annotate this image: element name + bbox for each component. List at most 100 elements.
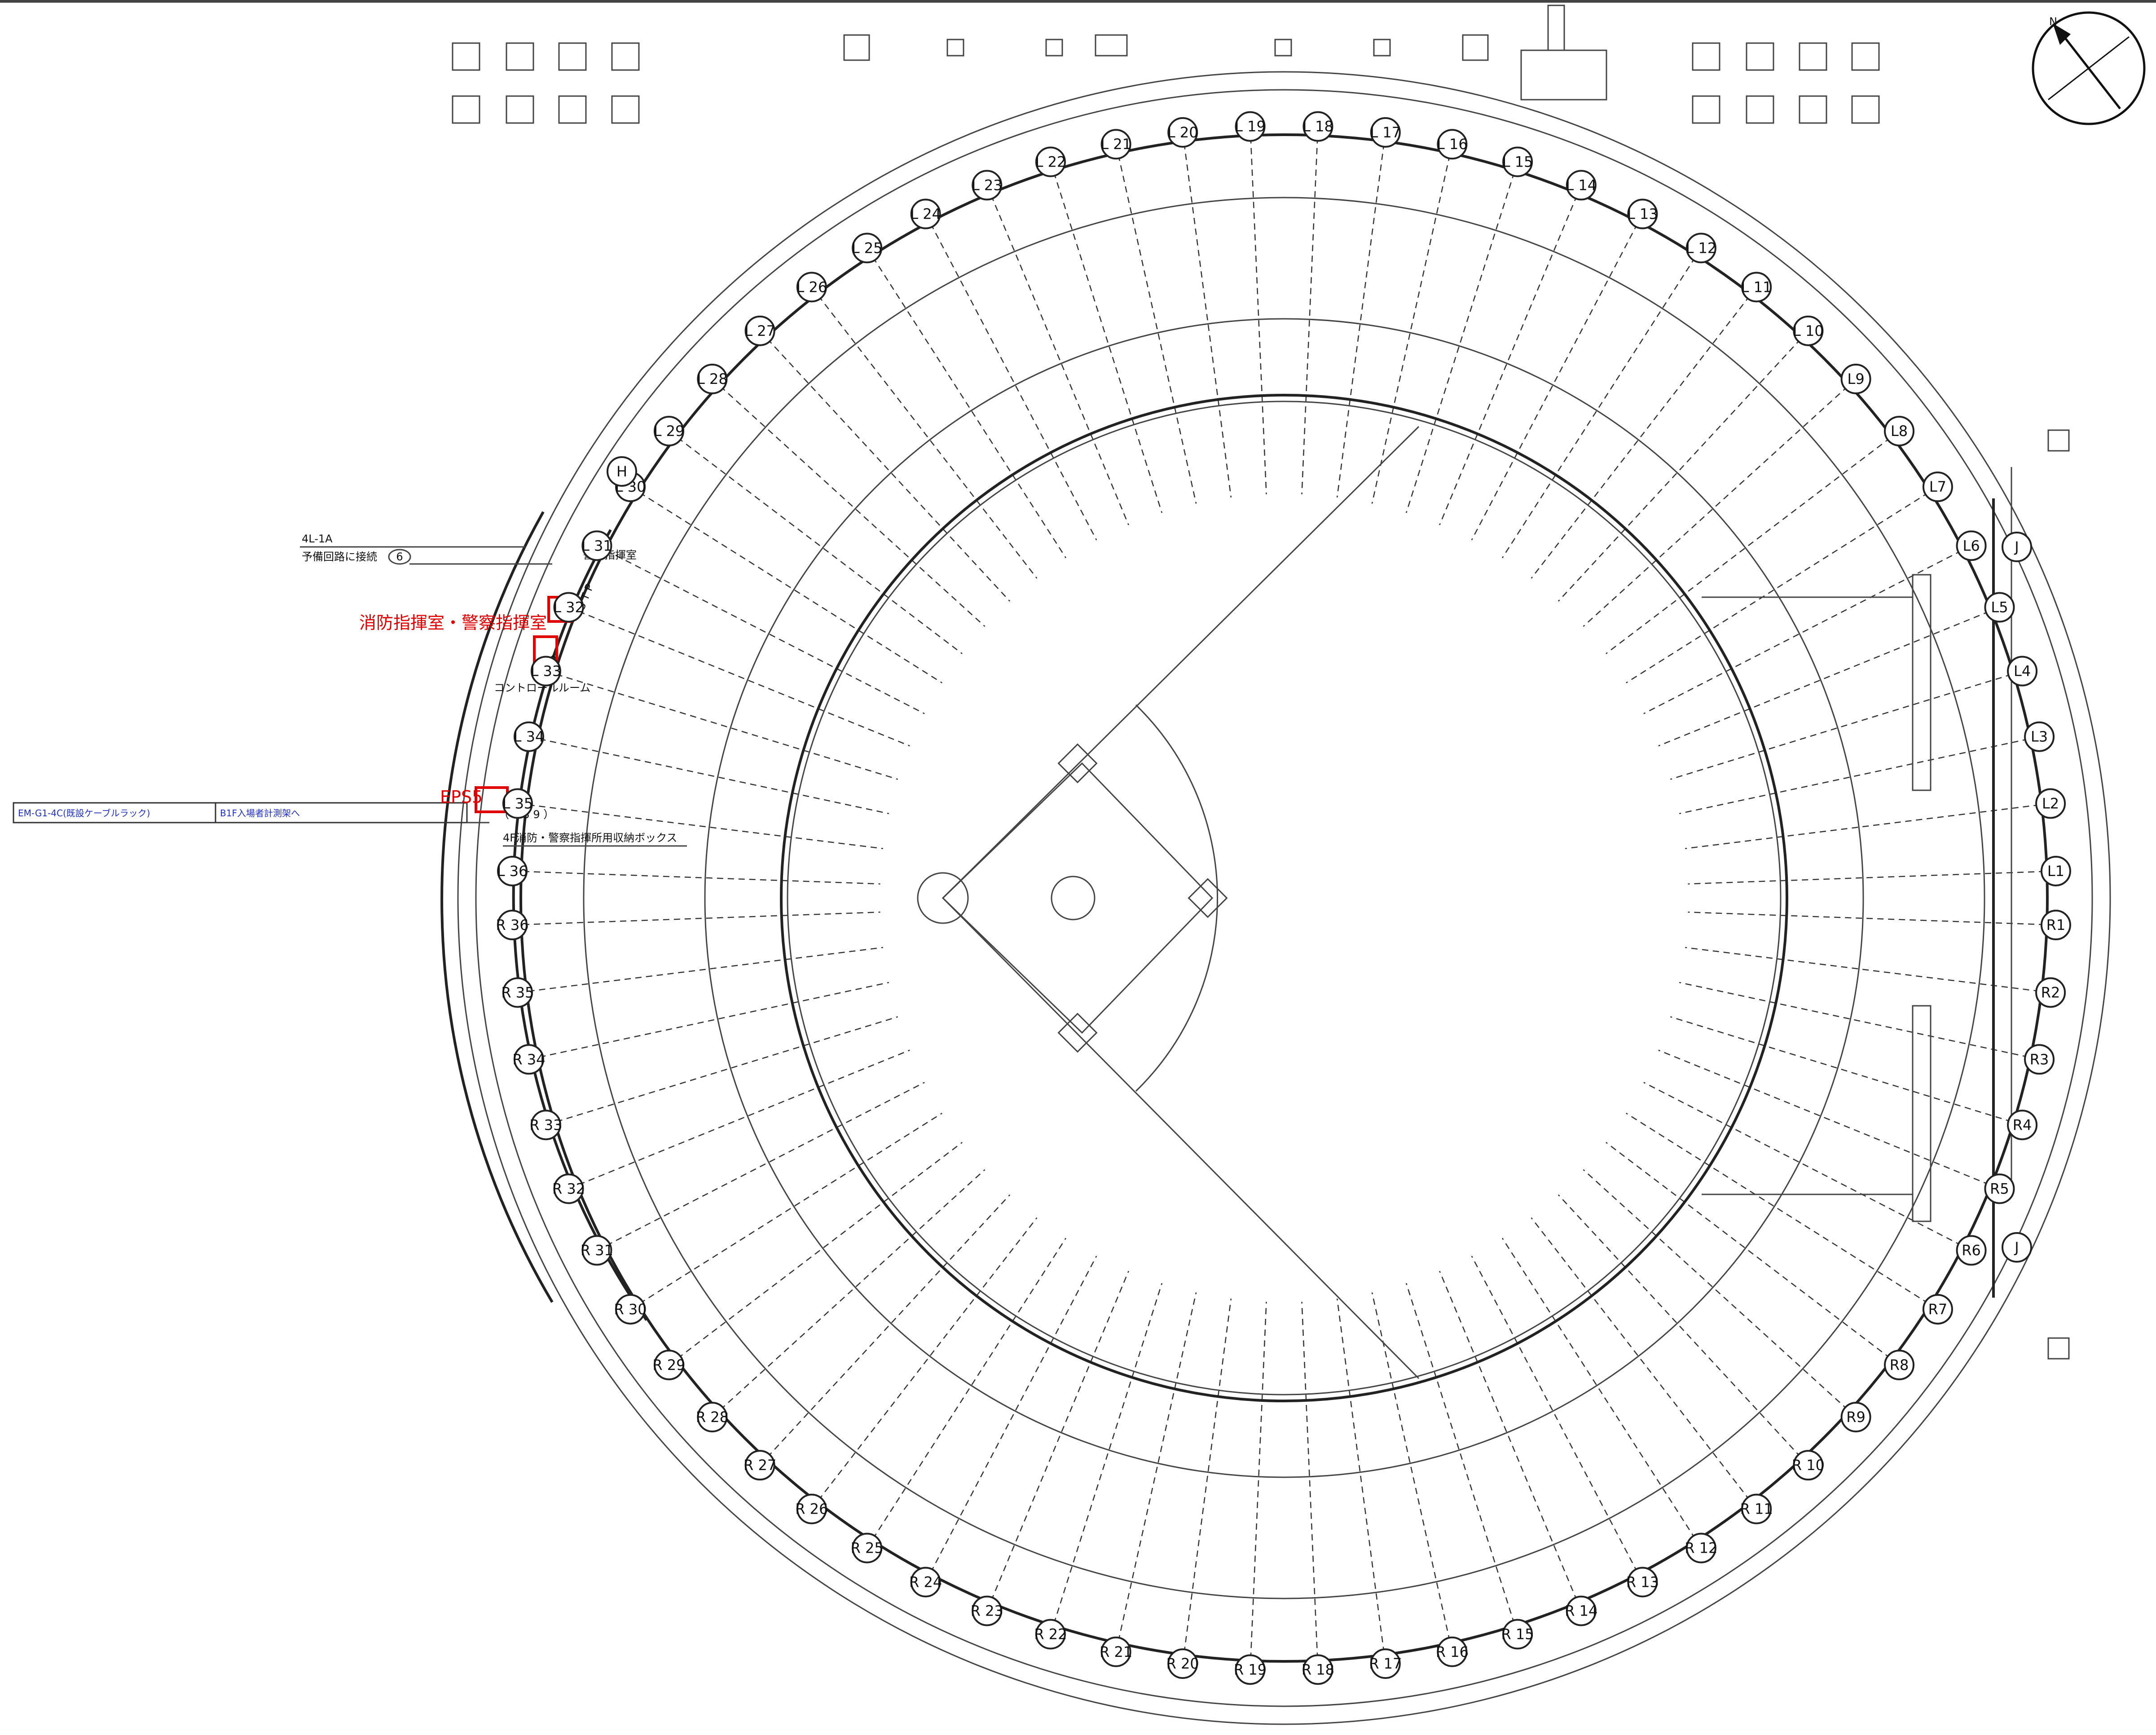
first-base (1188, 878, 1228, 918)
axis-line-r-8 (1606, 1142, 1900, 1365)
axis-label-r-10: R 10 (1792, 1450, 1825, 1481)
axis-label-r-26: R 26 (795, 1493, 828, 1524)
svg-text:R4: R4 (2013, 1116, 2032, 1133)
compass: N (2032, 11, 2146, 125)
axis-line-l-28 (712, 379, 986, 627)
axis-label-l-14: L 14 (1566, 170, 1597, 201)
svg-text:L 10: L 10 (1793, 322, 1824, 339)
axis-label-r-17: R 17 (1369, 1648, 1402, 1679)
axis-label-r-18: R 18 (1302, 1654, 1334, 1685)
axis-label-l-33: L 33 (531, 656, 562, 687)
axis-line-l-12 (1501, 247, 1702, 559)
svg-text:L 28: L 28 (697, 370, 728, 388)
axis-label-l-4: L4 (2007, 656, 2038, 687)
axis-label-r-5: R5 (1984, 1173, 2015, 1204)
axis-line-l-25 (867, 247, 1067, 559)
axis-line-r-17 (1336, 1299, 1386, 1664)
axis-line-r-16 (1371, 1292, 1453, 1652)
axis-label-l-34: L 34 (514, 721, 544, 752)
axis-line-l-36 (512, 870, 880, 885)
foul-line-left (942, 426, 1420, 899)
axis-label-l-26: L 26 (796, 272, 827, 303)
svg-text:R 25: R 25 (851, 1540, 884, 1557)
axis-line-l-33 (546, 670, 898, 780)
axis-line-l-10 (1558, 330, 1809, 602)
fire-police-room-note: 消防指揮室・警察指揮室 (359, 613, 547, 633)
axis-line-r-10 (1558, 1194, 1809, 1466)
axis-line-r-23 (986, 1271, 1129, 1612)
svg-text:R 33: R 33 (529, 1116, 562, 1133)
axis-line-r-26 (811, 1217, 1038, 1510)
axis-label-l-9: L9 (1840, 364, 1871, 395)
axis-label-r-3: R3 (2024, 1044, 2055, 1075)
axis-line-l-35 (517, 803, 883, 850)
seat-ring (704, 318, 1864, 1478)
axis-line-l-30 (630, 486, 942, 683)
svg-text:L 22: L 22 (1035, 154, 1066, 171)
axis-line-r-9 (1583, 1169, 1857, 1418)
second-base (1057, 743, 1098, 784)
axis-label-l-32: L 32 (553, 592, 584, 623)
axis-label-r-25: R 25 (851, 1532, 884, 1563)
svg-text:H: H (616, 463, 627, 480)
svg-text:L 16: L 16 (1437, 136, 1468, 153)
svg-text:R 16: R 16 (1436, 1643, 1469, 1660)
axis-line-l-20 (1182, 132, 1232, 498)
axis-label-l-19: L 19 (1235, 111, 1266, 142)
axis-line-r-21 (1115, 1292, 1197, 1652)
axis-label-r-8: R8 (1884, 1349, 1915, 1380)
axis-label-r-15: R 15 (1501, 1619, 1534, 1650)
axis-line-r-24 (925, 1255, 1097, 1583)
axis-label-r-2: R2 (2035, 977, 2066, 1008)
axis-label-r-31: R 31 (581, 1235, 613, 1266)
axis-line-r-11 (1531, 1217, 1757, 1510)
axis-grid-lines (512, 126, 2056, 1670)
axis-label-l-12: L 12 (1685, 233, 1716, 264)
spare-circuit-note: 予備回路に接続 (302, 550, 377, 563)
svg-text:L 20: L 20 (1167, 124, 1198, 141)
axis-line-r-25 (867, 1237, 1067, 1549)
axis-line-r-28 (712, 1169, 986, 1418)
axis-label-j-top: J (2002, 532, 2032, 562)
svg-text:L 13: L 13 (1627, 206, 1658, 223)
svg-text:L4: L4 (2014, 663, 2031, 680)
axis-line-l-11 (1531, 286, 1757, 579)
axis-label-r-14: R 14 (1565, 1595, 1597, 1626)
axis-line-l-3 (1679, 736, 2040, 815)
svg-text:R9: R9 (1846, 1409, 1866, 1426)
svg-text:R 20: R 20 (1166, 1655, 1199, 1672)
svg-text:R3: R3 (2030, 1051, 2049, 1068)
svg-text:L 33: L 33 (531, 663, 562, 680)
svg-text:L 12: L 12 (1685, 239, 1716, 256)
axis-line-l-5 (1658, 607, 2000, 747)
axis-label-r-24: R 24 (909, 1567, 942, 1598)
axis-label-r-36: R 36 (496, 910, 529, 941)
svg-text:R 18: R 18 (1302, 1661, 1334, 1678)
axis-line-l-24 (925, 213, 1097, 541)
foul-line-right (942, 897, 1420, 1379)
svg-text:L 29: L 29 (654, 423, 685, 440)
axis-label-r-23: R 23 (971, 1595, 1003, 1626)
svg-text:L3: L3 (2031, 728, 2048, 745)
axis-line-r-31 (596, 1082, 925, 1251)
axis-label-l-27: L 27 (744, 315, 775, 346)
axis-line-r-35 (517, 947, 883, 993)
svg-text:J: J (2014, 1239, 2019, 1256)
axis-line-r-4 (1670, 1016, 2023, 1126)
svg-text:L7: L7 (1929, 478, 1946, 495)
svg-text:R 15: R 15 (1501, 1625, 1534, 1643)
svg-text:L 35: L 35 (502, 795, 533, 812)
svg-text:R 30: R 30 (614, 1301, 647, 1318)
svg-text:R6: R6 (1962, 1242, 1981, 1259)
svg-text:L2: L2 (2042, 795, 2059, 812)
svg-text:R 21: R 21 (1100, 1643, 1132, 1660)
axis-label-l-16: L 16 (1437, 129, 1468, 160)
spare-circuit-num: 6 (396, 550, 403, 563)
axis-label-r-28: R 28 (696, 1401, 729, 1432)
axis-line-l-23 (986, 185, 1129, 525)
axis-line-l-2 (1685, 803, 2051, 850)
axis-label-r-6: R6 (1956, 1235, 1987, 1266)
axis-label-r-7: R7 (1922, 1294, 1953, 1325)
svg-text:R8: R8 (1890, 1356, 1909, 1374)
axis-label-r-12: R 12 (1685, 1532, 1717, 1563)
